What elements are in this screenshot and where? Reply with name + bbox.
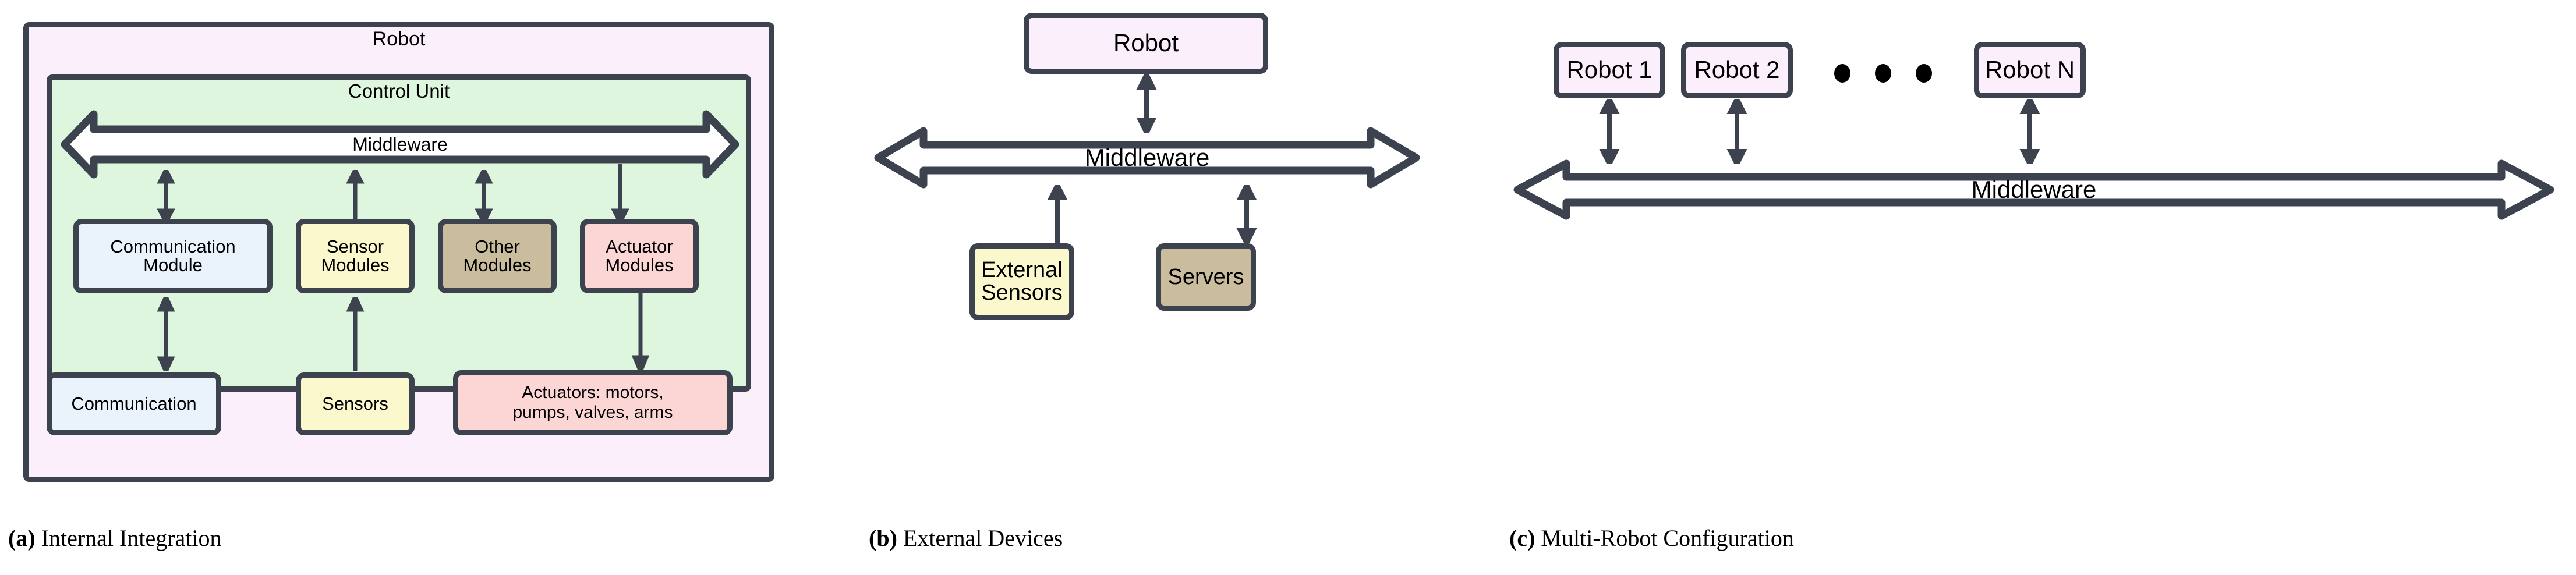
panel-a-middleware-arrow: Middleware (60, 109, 740, 179)
panel-a-module-actuator[interactable]: Actuator Modules (580, 219, 699, 293)
panel-a-device-communication[interactable]: Communication (47, 372, 221, 435)
panel-b-middleware-arrow: Middleware (873, 127, 1421, 189)
panel-c-ellipsis-dot-2 (1875, 64, 1891, 83)
panel-b-caption-text: External Devices (903, 525, 1063, 551)
panel-c-caption-text: Multi-Robot Configuration (1541, 525, 1794, 551)
panel-a-connector-middleware-communication (156, 170, 176, 222)
panel-b-device-external-sensors[interactable]: External Sensors (969, 243, 1074, 320)
panel-c-robot-2[interactable]: Robot 2 (1681, 42, 1793, 98)
panel-a-device-sensors[interactable]: Sensors (296, 372, 415, 435)
panel-b-connector-robot-middleware (1135, 74, 1158, 133)
panel-a-connector-middleware-other (474, 170, 494, 222)
panel-c-robot-1[interactable]: Robot 1 (1554, 42, 1665, 98)
panel-b-robot[interactable]: Robot (1024, 13, 1268, 74)
panel-a-caption: (a) Internal Integration (8, 524, 222, 552)
panel-a-device-actuators[interactable]: Actuators: motors, pumps, valves, arms (453, 370, 733, 435)
panel-a-module-communication[interactable]: Communication Module (73, 219, 273, 293)
panel-a-caption-text: Internal Integration (41, 525, 222, 551)
panel-a-connector-communication-device (156, 297, 176, 371)
panel-c-connector-robot-1 (1598, 99, 1620, 164)
panel-a-module-other[interactable]: Other Modules (438, 219, 557, 293)
panel-c-caption-label: (c) (1509, 525, 1541, 551)
panel-c-caption: (c) Multi-Robot Configuration (1509, 524, 1794, 552)
panel-c-connector-robot-n (2019, 99, 2041, 164)
panel-c-connector-robot-2 (1726, 99, 1748, 164)
panel-c-ellipsis-dot-3 (1916, 64, 1932, 83)
panel-c-middleware-arrow: Middleware (1513, 159, 2555, 220)
panel-b-device-servers[interactable]: Servers (1156, 243, 1256, 311)
panel-b-connector-servers (1236, 185, 1258, 243)
panel-a-connector-middleware-sensor (345, 170, 365, 222)
panel-a-module-sensor[interactable]: Sensor Modules (296, 219, 415, 293)
panel-c-robot-n[interactable]: Robot N (1974, 42, 2086, 98)
panel-c-ellipsis-dot-1 (1834, 64, 1850, 83)
panel-b-caption: (b) External Devices (869, 524, 1063, 552)
panel-a-robot-title: Robot (372, 28, 426, 50)
panel-a-connector-sensors-device (345, 297, 365, 371)
panel-a-control-unit-title: Control Unit (348, 80, 450, 102)
panel-a-caption-label: (a) (8, 525, 41, 551)
panel-b-caption-label: (b) (869, 525, 903, 551)
panel-a-connector-middleware-actuator (610, 164, 630, 222)
panel-a-connector-actuators-device (631, 293, 650, 371)
panel-b-connector-external-sensors (1046, 185, 1068, 243)
